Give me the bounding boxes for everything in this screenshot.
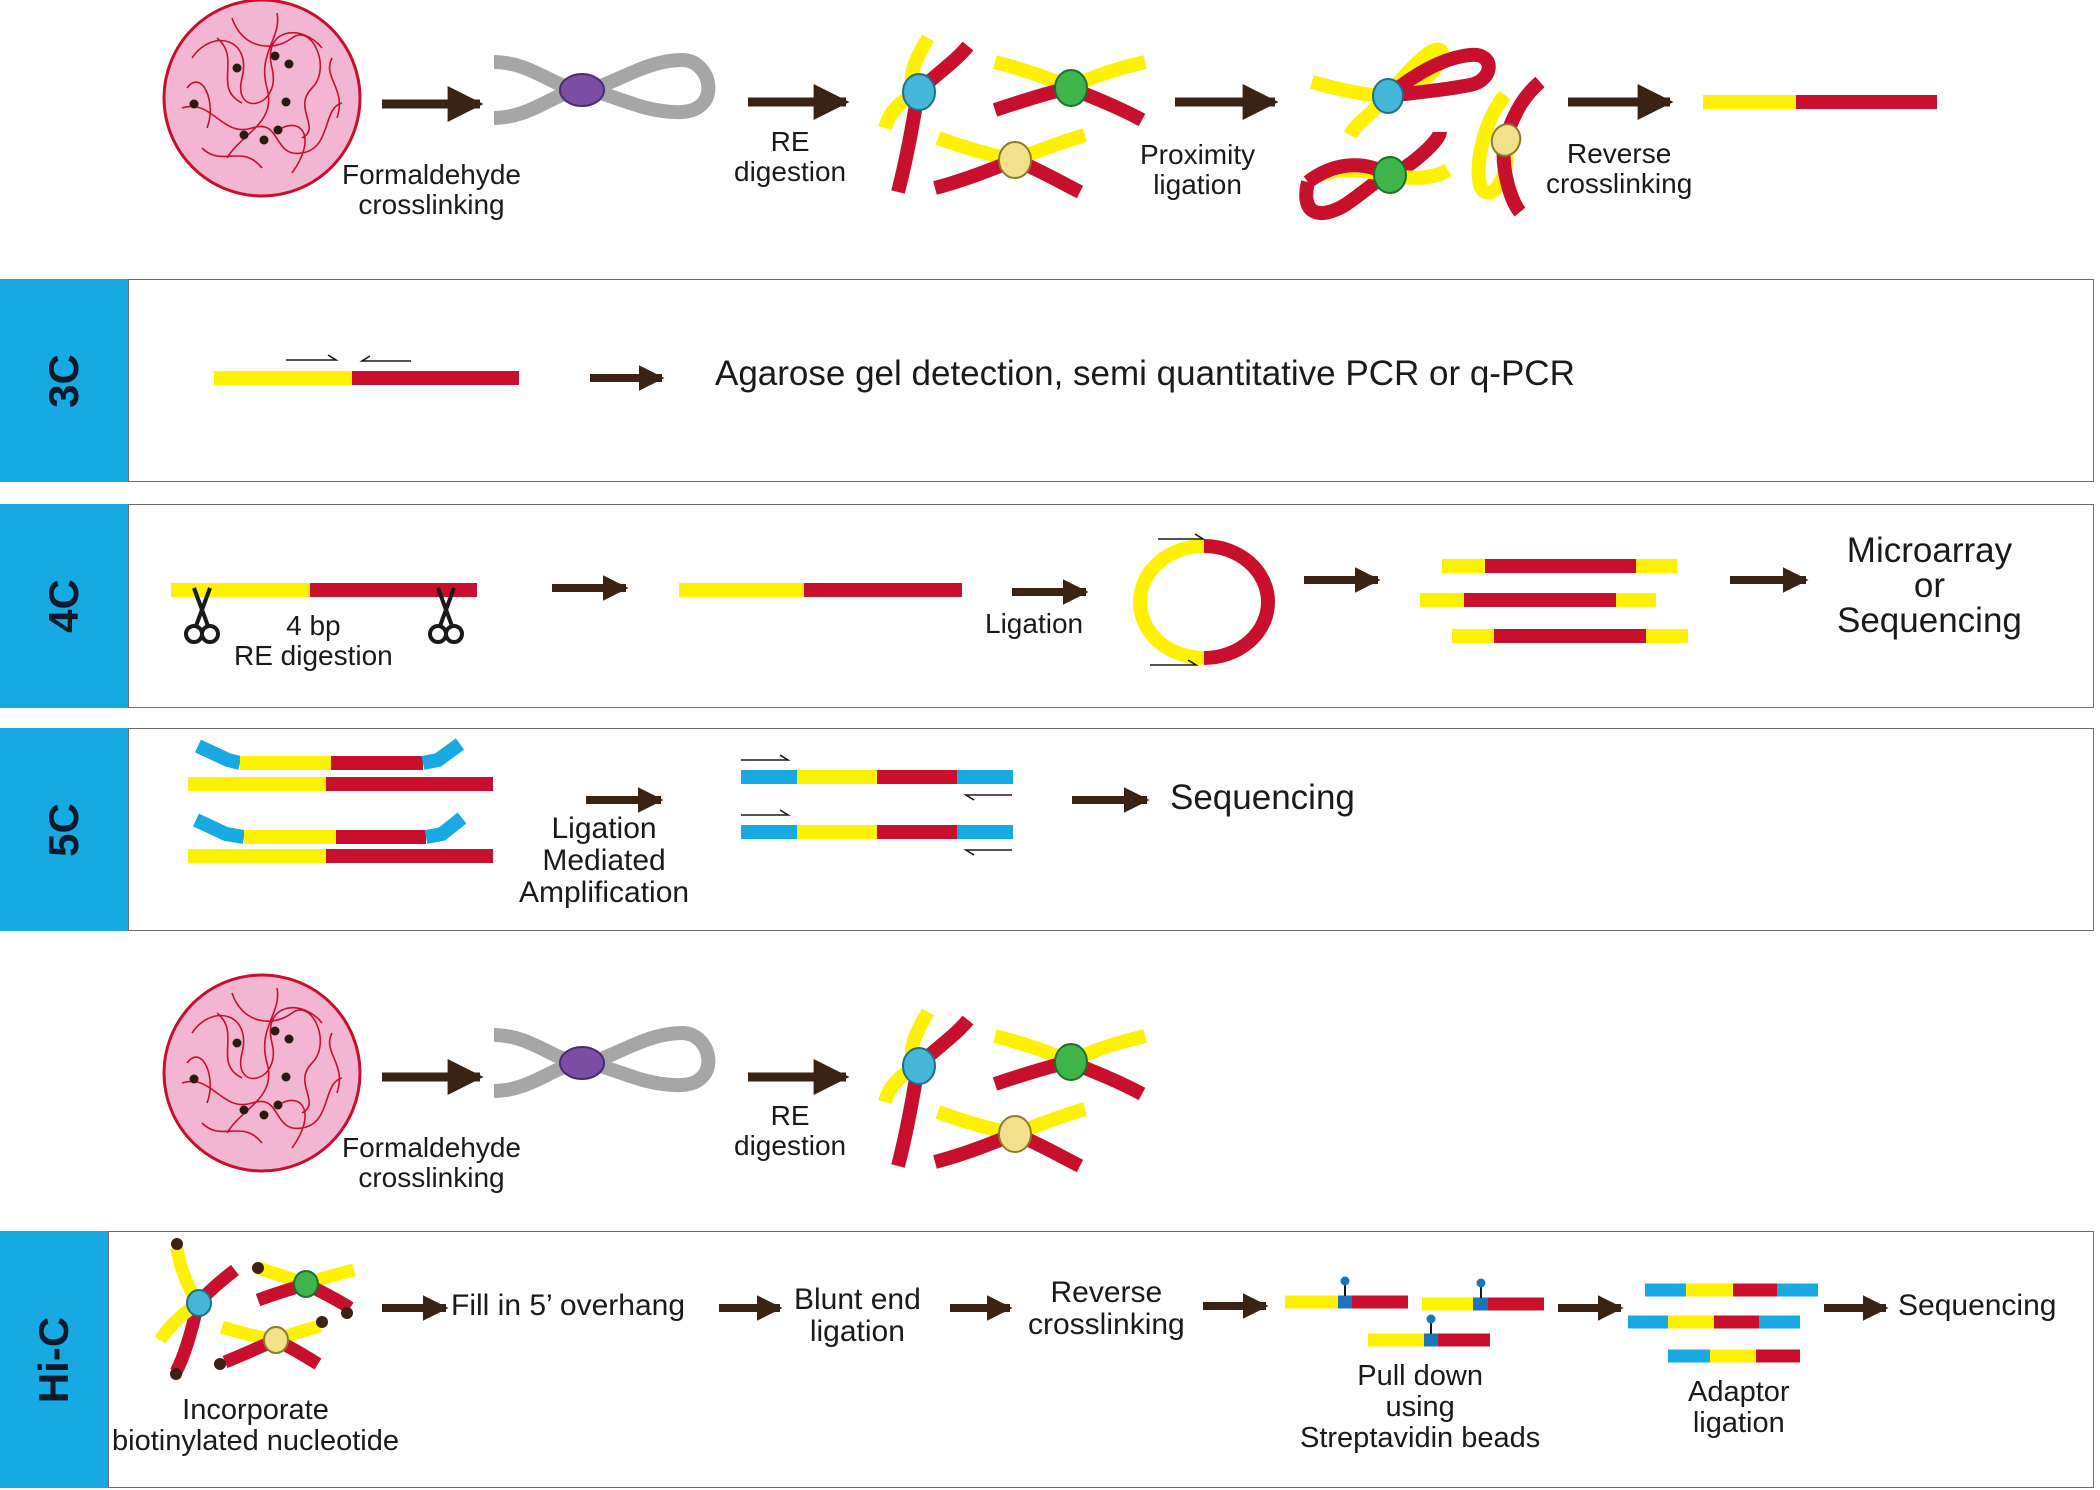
- hic-adaptor-label: Adaptor ligation: [1688, 1376, 1790, 1440]
- re-digestion-label: RE digestion: [734, 127, 846, 187]
- re-line1: RE: [770, 126, 810, 157]
- hic-result-text: Sequencing: [1898, 1289, 2057, 1322]
- 4c-ligation-label: Ligation: [985, 608, 1084, 639]
- tab-3c: 3C: [0, 279, 128, 482]
- biotin-icon: [1340, 1276, 1350, 1286]
- reverse-line1: Reverse: [1567, 138, 1672, 169]
- formaldehyde-line1: Formaldehyde: [342, 159, 521, 190]
- proximity-line1: Proximity: [1140, 139, 1256, 170]
- formaldehyde-line2: crosslinking: [358, 188, 505, 220]
- middle-re-line2: digestion: [734, 1129, 847, 1161]
- panel-4c: [128, 504, 2094, 708]
- middle-re-label: RE digestion: [734, 1101, 846, 1161]
- hic-pull-line1: Pull down: [1357, 1360, 1483, 1392]
- scissors-icon: [184, 587, 220, 644]
- proximity-line2: ligation: [1153, 168, 1242, 200]
- tab-5c: 5C: [0, 728, 128, 931]
- hic-adaptor-line2: ligation: [1692, 1407, 1785, 1440]
- crosslinked-chromatin-icon: [494, 1033, 708, 1091]
- digested-fragments: [878, 34, 1147, 199]
- reverse-crosslinking-label: Reverse crosslinking: [1546, 139, 1692, 199]
- adaptor-ligated-fragments: [1628, 1283, 1818, 1363]
- 4c-result-label: Microarray or Sequencing: [1837, 533, 2022, 638]
- tab-4c: 4C: [0, 504, 128, 708]
- hic-pulldown-label: Pull down using Streptavidin beads: [1300, 1360, 1541, 1455]
- scissors-icon: [428, 587, 464, 644]
- middle-re-line1: RE: [770, 1100, 810, 1131]
- hic-biotin-line2: biotinylated nucleotide: [112, 1425, 399, 1458]
- hic-adaptor-line1: Adaptor: [1688, 1376, 1790, 1408]
- middle-formaldehyde-label: Formaldehyde crosslinking: [342, 1133, 521, 1193]
- hic-blunt-line1: Blunt end: [794, 1283, 921, 1316]
- biotin-ligation-products: [1285, 1276, 1544, 1347]
- biotin-icon: [1426, 1314, 1436, 1324]
- hic-pull-line2: using: [1385, 1391, 1455, 1424]
- biotinylated-fragments: [154, 1238, 356, 1380]
- hic-pull-line3: Streptavidin beads: [1300, 1422, 1541, 1455]
- nucleus-icon: [162, 0, 362, 198]
- 4c-result-line1: Microarray: [1846, 531, 2013, 570]
- 3c-primed-fragment: [214, 354, 519, 385]
- hic-blunt-label: Blunt end ligation: [794, 1283, 921, 1349]
- 4c-amplified-fragments: [1420, 559, 1688, 643]
- 4c-result-line3: Sequencing: [1837, 601, 2022, 640]
- 4c-digest-line1: 4 bp: [286, 610, 341, 641]
- reverse-line2: crosslinking: [1546, 167, 1693, 199]
- hic-reverse-line2: crosslinking: [1028, 1308, 1185, 1342]
- hic-biotin-line1: Incorporate: [182, 1394, 329, 1426]
- 5c-lma-line1: Ligation: [551, 812, 657, 845]
- 5c-amplified-fragments: [741, 754, 1013, 856]
- hic-reverse-line1: Reverse: [1050, 1276, 1163, 1309]
- middle-formaldehyde-line1: Formaldehyde: [342, 1132, 521, 1163]
- proximity-ligation-label: Proximity ligation: [1140, 140, 1255, 200]
- hic-fill-text: Fill in 5’ overhang: [451, 1289, 686, 1322]
- 5c-lma-line3: Amplification: [519, 876, 690, 910]
- 4c-circle: [1133, 533, 1275, 666]
- nucleus-icon: [162, 973, 362, 1173]
- re-line2: digestion: [734, 155, 847, 187]
- middle-formaldehyde-line2: crosslinking: [358, 1161, 505, 1193]
- digested-fragments: [878, 1008, 1147, 1173]
- 3c-result-text: Agarose gel detection, semi quantitative…: [715, 354, 1575, 393]
- 4c-result-line2: or: [1913, 566, 1945, 605]
- 5c-lma-label: Ligation Mediated Amplification: [519, 812, 690, 910]
- ligation-products: [1299, 42, 1545, 220]
- biotin-icon: [1476, 1278, 1486, 1288]
- 5c-lma-line2: Mediated: [542, 844, 666, 878]
- 5c-annealed-fragments: [188, 738, 493, 863]
- hic-reverse-label: Reverse crosslinking: [1028, 1276, 1185, 1342]
- 4c-digest-line2: RE digestion: [234, 639, 393, 671]
- formaldehyde-label: Formaldehyde crosslinking: [342, 160, 521, 220]
- 4c-digest-label: 4 bp RE digestion: [234, 611, 393, 671]
- crosslinked-chromatin-icon: [494, 60, 708, 118]
- hic-biotin-label: Incorporate biotinylated nucleotide: [112, 1394, 399, 1458]
- tab-hic: Hi-C: [0, 1231, 108, 1488]
- hic-blunt-line2: ligation: [809, 1315, 905, 1349]
- 5c-result-text: Sequencing: [1170, 778, 1355, 817]
